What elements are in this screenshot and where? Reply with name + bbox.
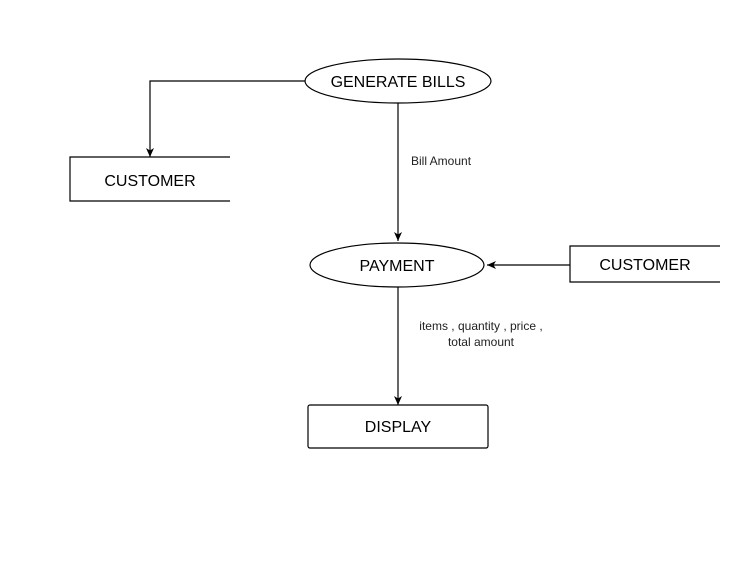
edge-label-bill-amount: Bill Amount xyxy=(411,154,472,168)
edge-generate-bills-to-customer xyxy=(146,80,305,157)
node-customer-left[interactable]: CUSTOMER xyxy=(69,156,230,202)
node-payment[interactable]: PAYMENT xyxy=(309,242,485,288)
edge-label-payment-details-line2: total amount xyxy=(448,335,515,349)
customer-left-border xyxy=(69,156,230,202)
node-customer-right[interactable]: CUSTOMER xyxy=(569,245,720,283)
customer-right-fill xyxy=(570,246,720,282)
generate-bills-label: GENERATE BILLS xyxy=(331,74,466,91)
generate-bills-ellipse xyxy=(304,58,492,104)
display-box xyxy=(307,404,489,449)
node-display[interactable]: DISPLAY xyxy=(307,404,489,449)
customer-left-fill xyxy=(70,157,230,201)
customer-right-label: CUSTOMER xyxy=(599,257,690,274)
customer-left-label: CUSTOMER xyxy=(104,173,195,190)
payment-ellipse xyxy=(309,242,485,288)
payment-label: PAYMENT xyxy=(360,258,435,275)
display-label: DISPLAY xyxy=(365,419,432,436)
edge-label-payment-details-line1: items , quantity , price , xyxy=(419,319,542,333)
customer-right-border xyxy=(569,245,720,283)
node-generate-bills[interactable]: GENERATE BILLS xyxy=(304,58,492,104)
